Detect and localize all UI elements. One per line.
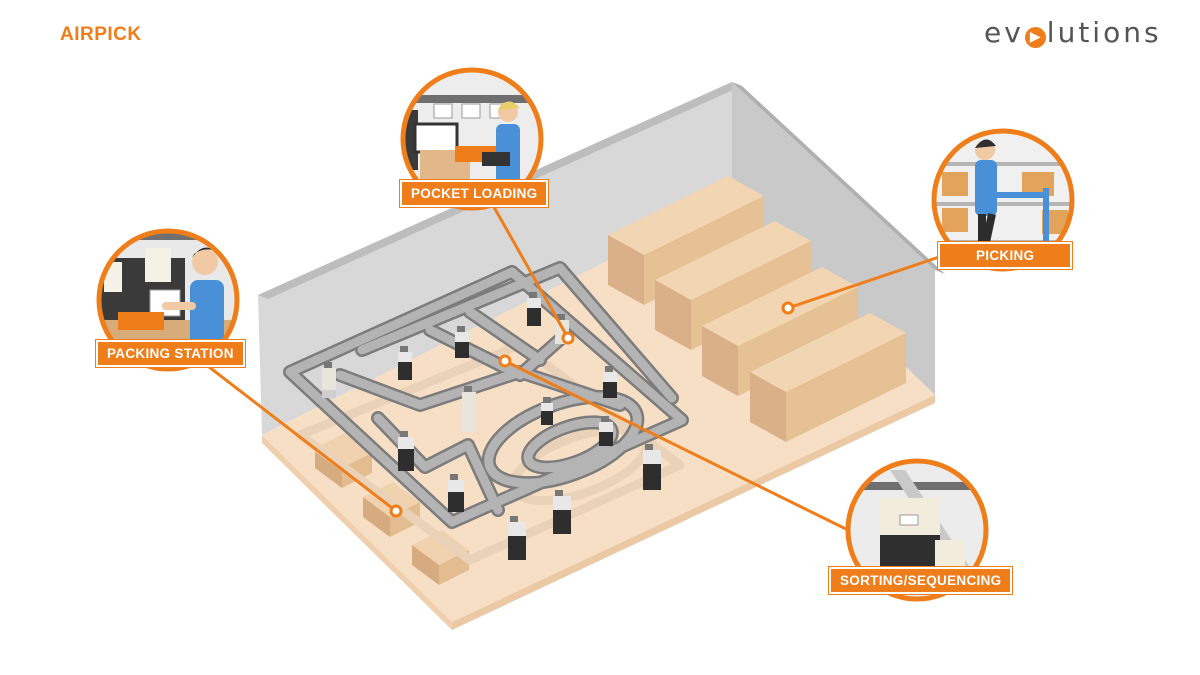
label-sorting-sequencing: SORTING/SEQUENCING [829,567,1013,594]
pocket [448,474,464,512]
logo-text-end: lutions [1046,16,1162,49]
connector-dots [389,301,795,518]
pocket [527,292,541,326]
storage-box [750,313,906,442]
floor-right-edge [452,395,935,630]
label-picking: PICKING [938,242,1073,269]
connector-lines [199,199,946,532]
connector-packing [199,358,397,513]
pocket [599,416,613,446]
connector-picking [787,253,946,310]
play-icon: ▶ [1024,27,1046,48]
pocket [398,431,414,471]
packing-crate [315,433,372,488]
right-wall [732,82,935,395]
pocket [553,490,571,534]
pocket [455,326,469,358]
hanging-pockets [322,292,661,560]
connector-sorting [504,359,849,532]
page-title: AIRPICK [60,24,142,45]
connector-pocket [488,199,570,339]
pocket [322,362,336,398]
pocket [541,397,553,425]
label-packing-station: PACKING STATION [96,340,245,367]
logo-text-start: ev [984,16,1024,49]
pocket [643,444,661,490]
right-wall-top [732,82,945,274]
pocket [398,346,412,380]
pocket [508,516,526,560]
label-pocket-loading: POCKET LOADING [400,180,549,207]
storage-boxes [608,176,906,442]
pocket [603,366,617,398]
floor-front-edge [262,435,452,630]
pocket [462,386,476,432]
evolutions-logo: ev▶lutions [984,16,1162,49]
